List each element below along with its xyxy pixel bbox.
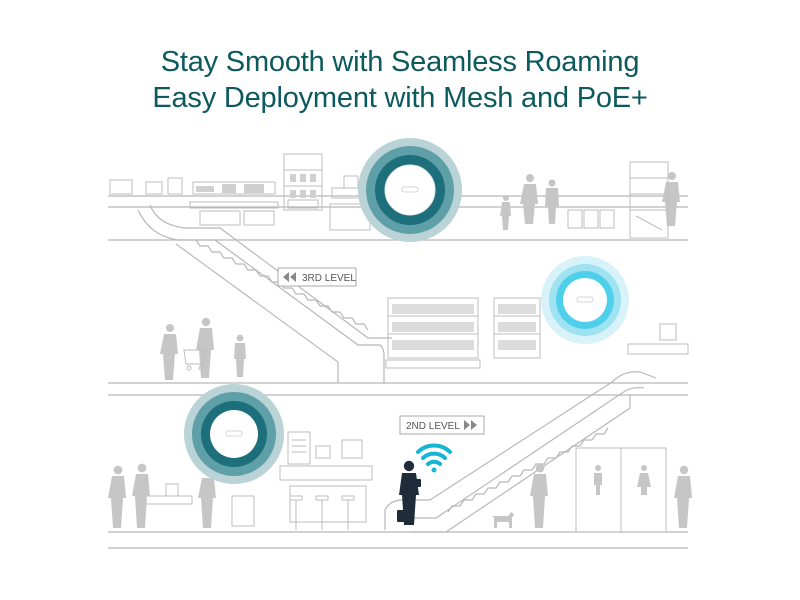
level-3-sign: 3RD LEVEL <box>277 267 357 287</box>
arrow-left-icon <box>283 272 296 282</box>
middle-floor-shoppers <box>160 317 246 380</box>
top-floor-shoppers <box>500 172 680 230</box>
briefcase-icon <box>397 510 409 522</box>
phone-icon <box>416 479 421 487</box>
headline-line-2: Easy Deployment with Mesh and PoE+ <box>152 82 648 114</box>
floors <box>108 195 688 549</box>
male-restroom-icon <box>595 465 601 471</box>
level-3-label: 3RD LEVEL <box>302 273 356 284</box>
access-point-middle <box>541 256 629 344</box>
ceiling-access-point-icon <box>210 410 258 458</box>
headline: Stay Smooth with Seamless Roaming Easy D… <box>0 44 800 116</box>
ceiling-access-point-icon <box>563 278 607 322</box>
lower-escalator <box>384 371 657 533</box>
roaming-user <box>397 460 421 525</box>
level-2-label: 2ND LEVEL <box>406 421 460 432</box>
level-2-sign: 2ND LEVEL <box>399 415 485 435</box>
ground-floor-shops <box>139 431 667 533</box>
female-restroom-icon <box>641 465 647 471</box>
headline-line-1: Stay Smooth with Seamless Roaming <box>160 46 640 78</box>
ground-floor-shoppers <box>108 463 692 528</box>
wifi-signal-icon <box>416 443 452 473</box>
middle-floor-shops <box>160 297 689 380</box>
ceiling-access-point-icon <box>385 165 435 215</box>
access-point-top <box>358 138 462 242</box>
upper-escalator <box>137 204 392 383</box>
access-point-lower <box>184 384 284 484</box>
arrow-right-icon <box>464 420 477 430</box>
